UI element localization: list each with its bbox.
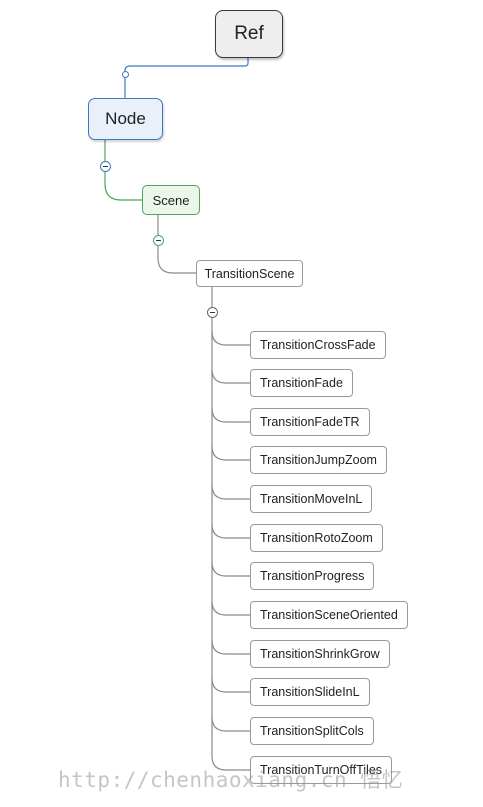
topic-transition-fade[interactable]: TransitionFade: [250, 369, 353, 397]
topic-transition-cross-fade[interactable]: TransitionCrossFade: [250, 331, 386, 359]
topic-scene[interactable]: Scene: [142, 185, 200, 215]
topic-transition-scene[interactable]: TransitionScene: [196, 260, 303, 287]
topic-transition-roto-zoom[interactable]: TransitionRotoZoom: [250, 524, 383, 552]
watermark-text: http://chenhaoxiang.cn 悟忆: [58, 768, 404, 792]
topic-transition-slide-in-l[interactable]: TransitionSlideInL: [250, 678, 370, 706]
topic-transition-split-cols[interactable]: TransitionSplitCols: [250, 717, 374, 745]
topic-transition-jump-zoom[interactable]: TransitionJumpZoom: [250, 446, 387, 474]
topic-transition-fade-tr[interactable]: TransitionFadeTR: [250, 408, 370, 436]
topic-node[interactable]: Node: [88, 98, 163, 140]
topic-transition-shrink-grow[interactable]: TransitionShrinkGrow: [250, 640, 390, 668]
topic-ref[interactable]: Ref: [215, 10, 283, 58]
topic-transition-scene-oriented[interactable]: TransitionSceneOriented: [250, 601, 408, 629]
collapse-transition-scene-icon[interactable]: [207, 307, 218, 318]
topic-transition-move-in-l[interactable]: TransitionMoveInL: [250, 485, 373, 513]
connector-knob: [122, 71, 129, 78]
topic-transition-progress[interactable]: TransitionProgress: [250, 562, 375, 590]
topic-transition-turn-off-tiles[interactable]: TransitionTurnOffTiles: [250, 756, 393, 784]
collapse-node-icon[interactable]: [100, 161, 111, 172]
collapse-scene-icon[interactable]: [153, 235, 164, 246]
